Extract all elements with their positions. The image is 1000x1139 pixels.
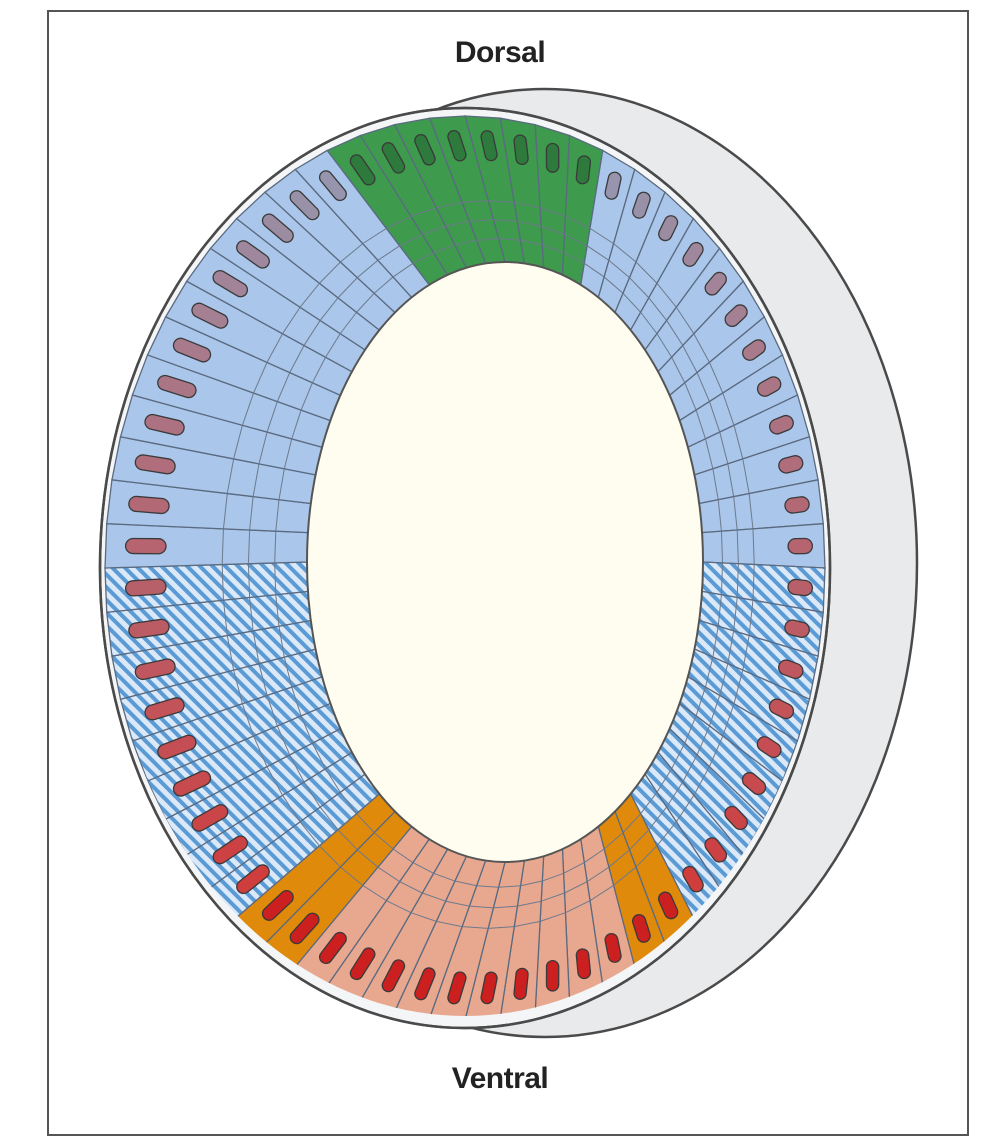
ventral-label: Ventral (0, 1062, 1000, 1096)
cell-nucleus (546, 961, 558, 991)
cell-nucleus (787, 579, 813, 597)
cell-nucleus (125, 579, 166, 597)
cell-nucleus (126, 538, 167, 553)
cell-nucleus (513, 968, 528, 1000)
cell-nucleus (513, 134, 528, 165)
cell-nucleus (576, 155, 591, 184)
cell-nucleus (788, 538, 812, 553)
cell-nucleus (128, 496, 169, 514)
dorsal-label: Dorsal (0, 36, 1000, 70)
cell-nucleus (546, 143, 558, 172)
cell-nucleus (576, 948, 591, 979)
lumen (307, 262, 703, 862)
